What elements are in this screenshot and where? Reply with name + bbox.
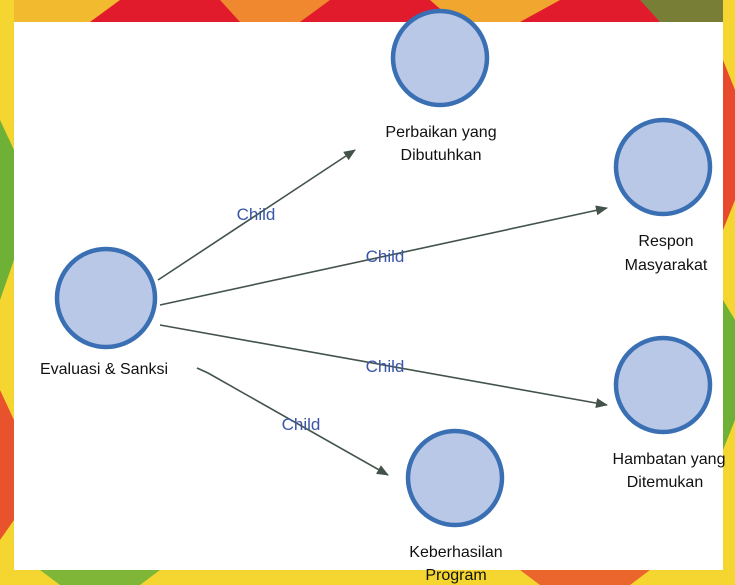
node-perbaikan-yang-dibutuhkan[interactable]: Perbaikan yang Dibutuhkan [385, 8, 497, 164]
node-circle [390, 8, 490, 108]
node-label-line-2: Masyarakat [625, 257, 708, 274]
edge-label-hambatan: Child [366, 357, 405, 376]
node-label-line-1: Respon [638, 233, 693, 250]
node-circle [613, 117, 713, 217]
node-circle [613, 335, 713, 435]
edge-to-keberhasilan [196, 367, 389, 476]
edge-label-respon: Child [366, 247, 405, 266]
edge-to-hambatan [159, 324, 608, 408]
node-hambatan-yang-ditemukan[interactable]: Hambatan yang Ditemukan [613, 335, 726, 491]
node-circle [54, 246, 158, 350]
node-label-line-1: Perbaikan yang [385, 124, 496, 141]
edge-label-keberhasilan: Child [282, 415, 321, 434]
node-label: Evaluasi & Sanksi [40, 361, 168, 378]
node-evaluasi-sanksi[interactable]: Evaluasi & Sanksi [40, 246, 168, 378]
edge-to-perbaikan [157, 149, 356, 281]
edge-to-respon [159, 205, 608, 306]
edge-labels: Child Child Child Child [237, 205, 405, 434]
node-keberhasilan-program[interactable]: Keberhasilan Program [405, 428, 505, 584]
edge-label-perbaikan: Child [237, 205, 276, 224]
node-label-line-1: Keberhasilan [409, 544, 502, 561]
edges [157, 149, 608, 476]
node-circle [405, 428, 505, 528]
node-label-line-2: Program [425, 567, 486, 584]
node-label-line-2: Ditemukan [627, 474, 703, 491]
node-label-line-1: Hambatan yang [613, 451, 726, 468]
node-label-line-2: Dibutuhkan [401, 147, 482, 164]
node-respon-masyarakat[interactable]: Respon Masyarakat [613, 117, 713, 274]
